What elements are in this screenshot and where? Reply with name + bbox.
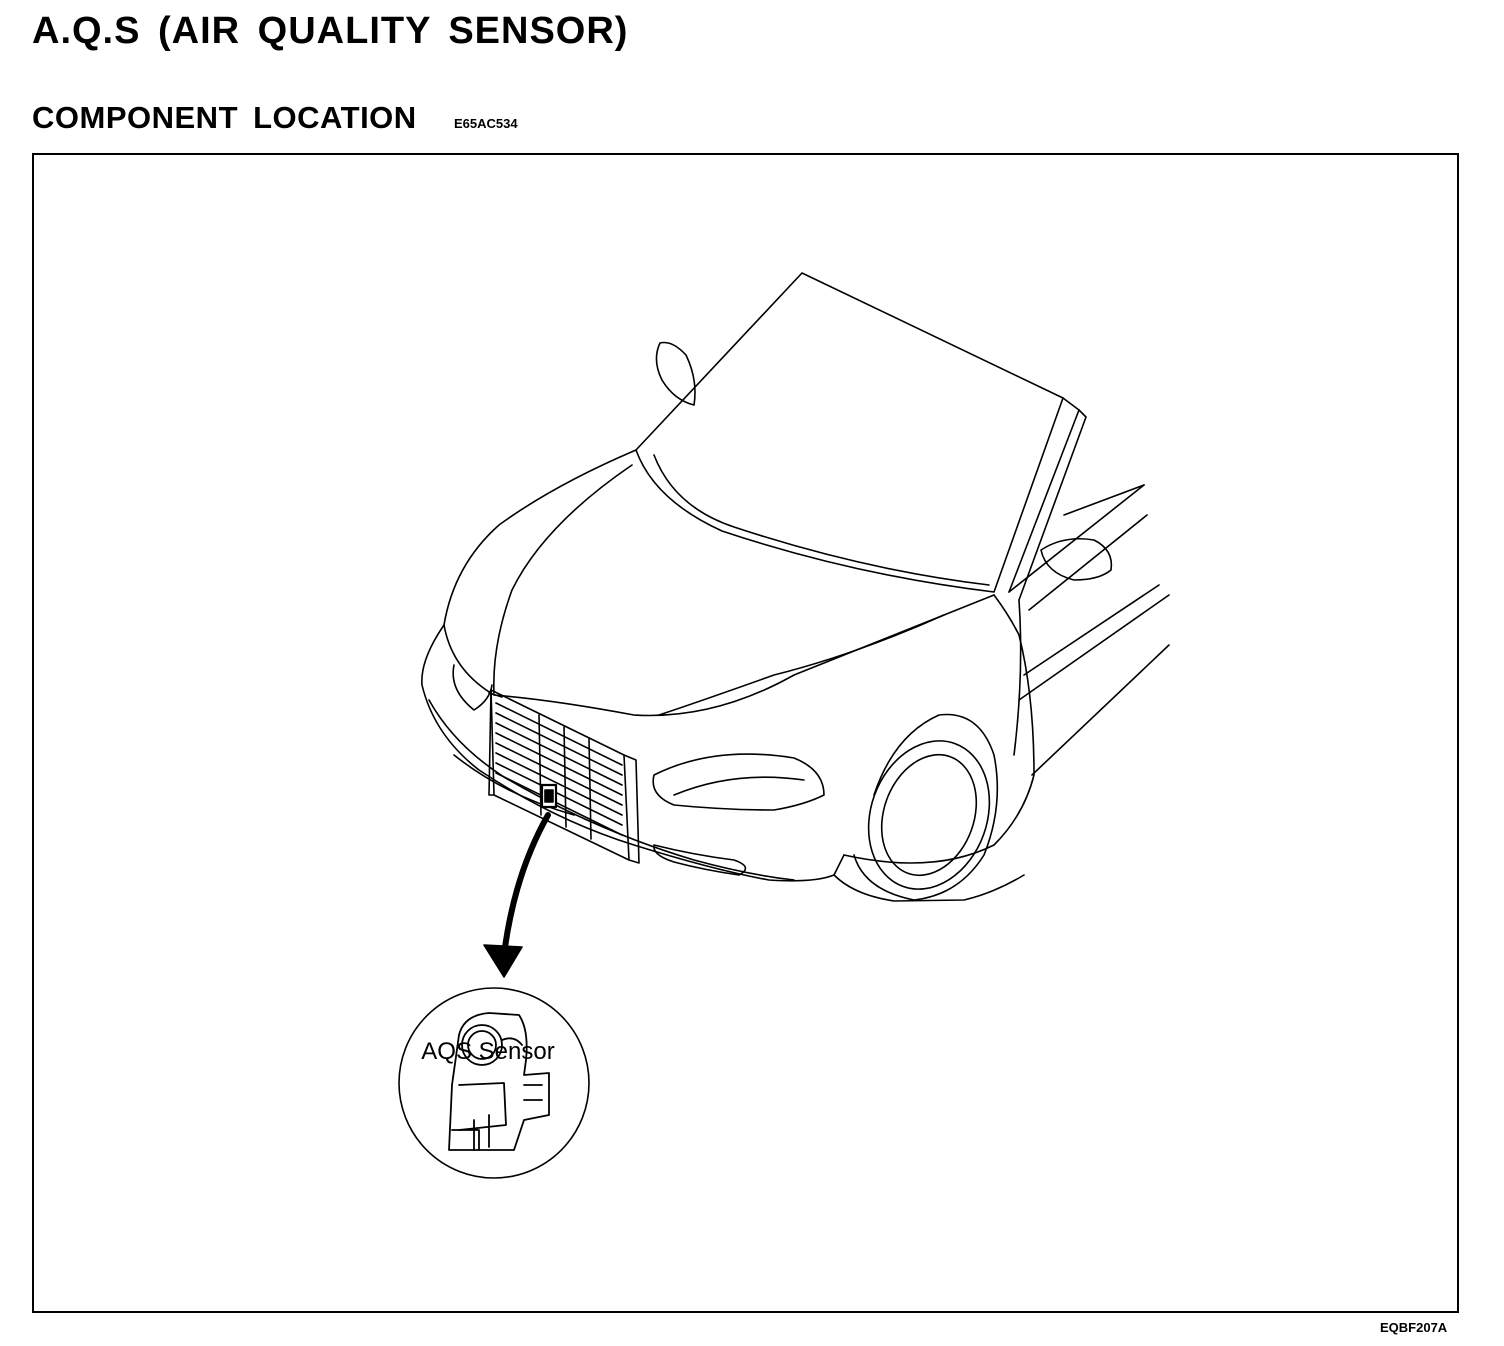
diagram-frame: [32, 153, 1459, 1313]
side-body-line: [843, 594, 1035, 864]
door-line: [1008, 484, 1145, 593]
front-wheel: [867, 740, 991, 890]
front-bumper: [421, 624, 845, 882]
section-code: E65AC534: [454, 116, 518, 131]
fog-light: [653, 844, 747, 876]
figure-id: EQBF207A: [1380, 1320, 1448, 1335]
windshield-inner-line: [653, 454, 990, 586]
callout-arrow: [501, 812, 551, 958]
hood-crease-right: [658, 614, 945, 716]
right-mirror: [1040, 537, 1113, 581]
left-headlight: [452, 664, 493, 711]
condenser-radiator: [488, 689, 640, 864]
section-title: COMPONENT LOCATION: [32, 100, 417, 135]
hood-outline: [443, 449, 995, 717]
windshield-outline: [635, 272, 1064, 593]
aqs-sensor-label: AQS Sensor: [421, 1038, 555, 1065]
car-diagram: [398, 272, 1170, 1179]
hood-crease-left: [493, 464, 633, 694]
a-pillar: [1008, 397, 1080, 593]
right-headlight: [652, 753, 825, 811]
callout-circle: [398, 987, 590, 1179]
front-wheel-arch: [853, 713, 999, 901]
aqs-sensor-detail: [448, 1012, 550, 1151]
page-title: A.Q.S (AIR QUALITY SENSOR): [32, 10, 629, 52]
left-mirror: [655, 341, 696, 406]
